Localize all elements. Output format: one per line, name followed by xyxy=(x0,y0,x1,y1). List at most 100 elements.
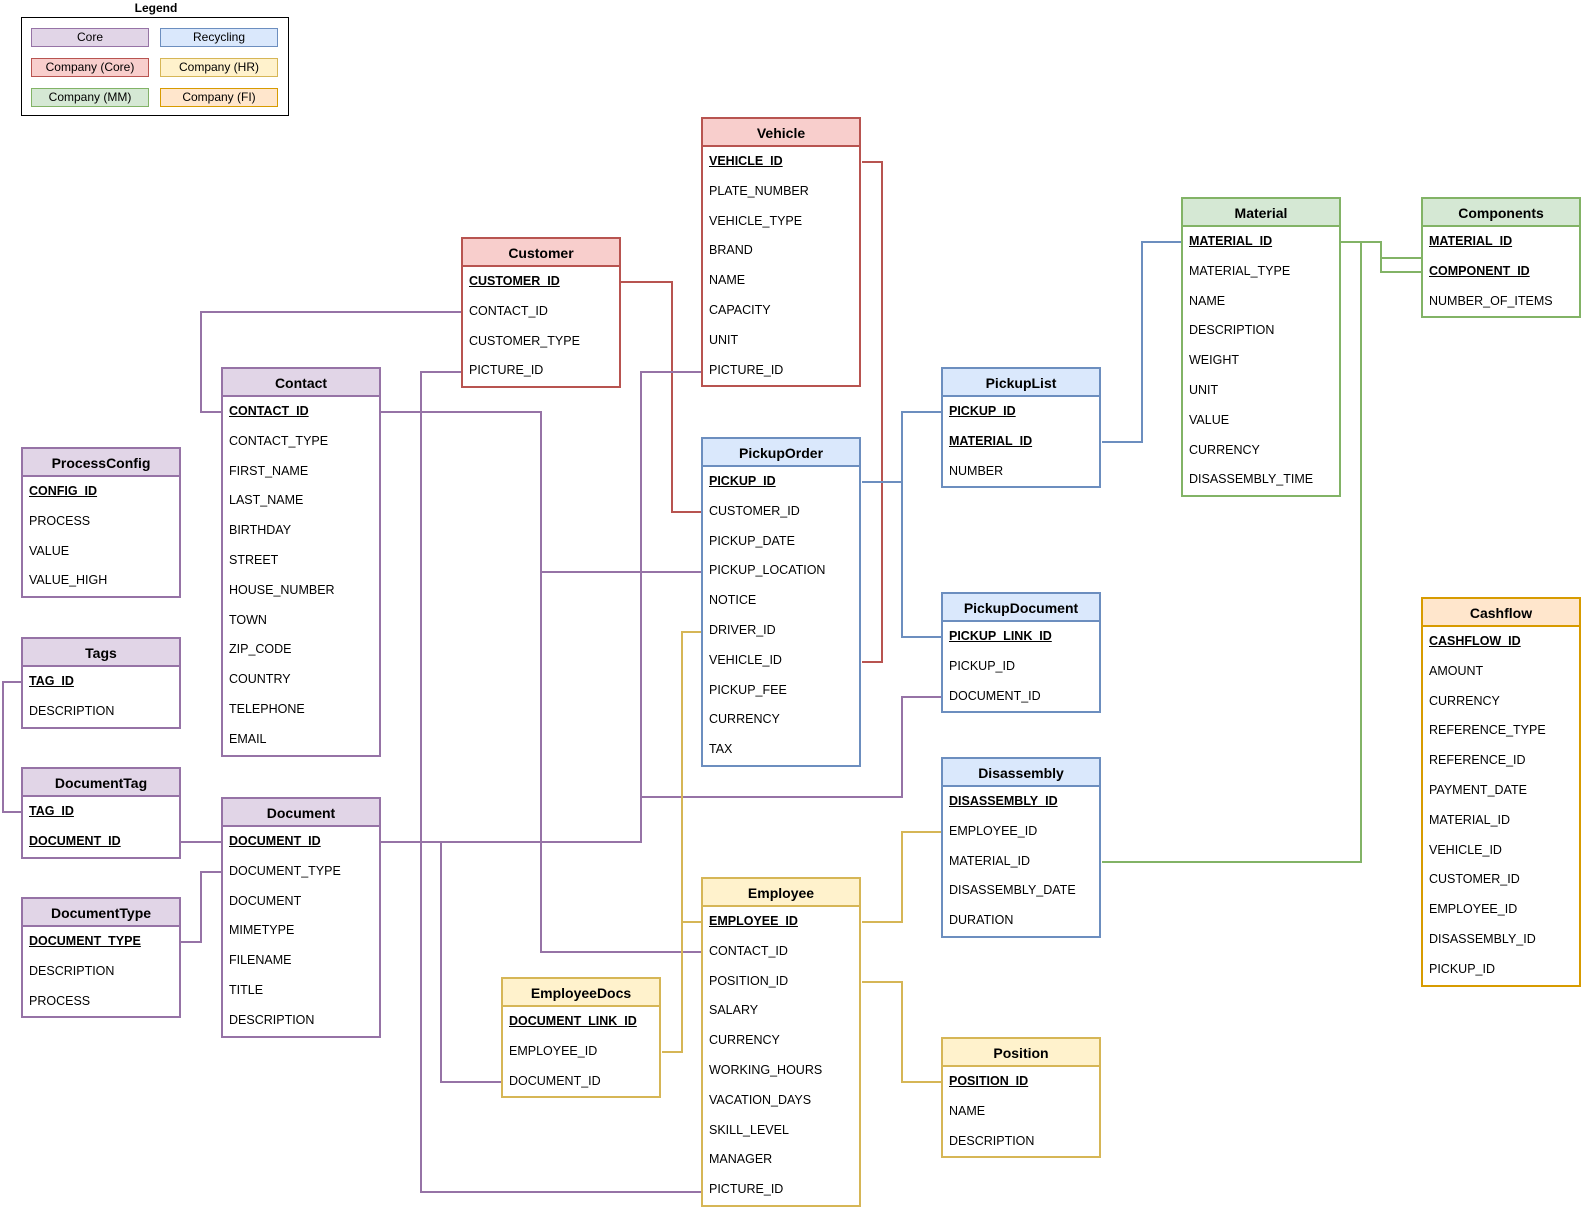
entity-field: STREET xyxy=(229,552,279,567)
entity-field: HOUSE_NUMBER xyxy=(229,582,335,597)
entity-field: PICKUP_DATE xyxy=(709,533,795,548)
entity-field: BRAND xyxy=(709,243,753,258)
entity-field: CUSTOMER_ID xyxy=(709,503,800,518)
entity-field: MANAGER xyxy=(709,1152,773,1167)
entity-title: PickupOrder xyxy=(703,439,859,467)
entity-field: MATERIAL_ID xyxy=(1429,812,1511,827)
relation-vehicle-pickuporder xyxy=(862,161,883,663)
entity-field: DESCRIPTION xyxy=(1189,323,1275,338)
entity-field: SKILL_LEVEL xyxy=(709,1122,789,1137)
relation-tags-documenttag xyxy=(2,681,21,813)
primary-key-field: DOCUMENT_ID xyxy=(229,834,321,848)
entity-field: MATERIAL_ID xyxy=(949,853,1031,868)
entity-title: Contact xyxy=(223,369,379,397)
entity-field: NUMBER xyxy=(949,463,1004,478)
entity-field: DISASSEMBLY_DATE xyxy=(949,883,1076,898)
entity-field: EMPLOYEE_ID xyxy=(1429,902,1518,917)
entity-field: PICTURE_ID xyxy=(469,363,544,378)
entity-field: DESCRIPTION xyxy=(29,963,115,978)
entity-field: WEIGHT xyxy=(1189,353,1239,368)
entity-field: BIRTHDAY xyxy=(229,523,292,538)
entity-field: CURRENCY xyxy=(709,712,780,727)
relation-customer-pickuporder xyxy=(616,281,702,513)
entity-field: NAME xyxy=(949,1103,986,1118)
entity-title: Disassembly xyxy=(943,759,1099,787)
entity-field: CONTACT_ID xyxy=(469,303,548,318)
entity-field: WORKING_HOURS xyxy=(709,1062,823,1077)
primary-key-field: DOCUMENT_LINK_ID xyxy=(509,1014,637,1028)
entity-field: CURRENCY xyxy=(1429,693,1500,708)
entity-field: MIMETYPE xyxy=(229,923,295,938)
entity-title: PickupList xyxy=(943,369,1099,397)
legend-item: Core xyxy=(31,28,149,47)
entity-field: SALARY xyxy=(709,1003,759,1018)
legend-item: Company (Core) xyxy=(31,58,149,77)
primary-key-field: EMPLOYEE_ID xyxy=(709,914,798,928)
entity-field: NAME xyxy=(1189,293,1226,308)
primary-key-field: PICKUP_ID xyxy=(949,404,1016,418)
relation-employee-pickuporder-driver xyxy=(681,631,702,923)
entity-field: TOWN xyxy=(229,612,267,627)
primary-key-field: CONFIG_ID xyxy=(29,484,98,498)
relation-document-pickupdocument xyxy=(641,696,942,798)
relation-employee-disassembly xyxy=(862,831,942,923)
entity-field: VEHICLE_ID xyxy=(709,652,782,667)
entity-field: AMOUNT xyxy=(1429,663,1484,678)
legend-item: Company (HR) xyxy=(160,58,278,77)
entity-field: FIRST_NAME xyxy=(229,463,309,478)
primary-key-field: POSITION_ID xyxy=(949,1074,1029,1088)
relation-documenttype-document xyxy=(181,871,221,943)
relation-document-employeedocs xyxy=(381,841,502,1083)
entity-field: PROCESS xyxy=(29,993,91,1008)
primary-key-field: DOCUMENT_ID xyxy=(29,833,121,848)
entity-field: TAX xyxy=(709,742,733,757)
entity-title: Cashflow xyxy=(1423,599,1579,627)
entity-field: PICKUP_ID xyxy=(949,658,1015,673)
entity-title: Position xyxy=(943,1039,1099,1067)
entity-field: NOTICE xyxy=(709,593,757,608)
primary-key-field: COMPONENT_ID xyxy=(1429,263,1530,278)
relation-pickuporder-pickupdocument xyxy=(901,482,942,638)
entity-field: DOCUMENT_ID xyxy=(509,1073,601,1088)
relation-document-vehicle-picture xyxy=(421,371,702,843)
legend-item: Company (FI) xyxy=(160,88,278,107)
relation-contact-employee xyxy=(540,572,702,953)
entity-field: CURRENCY xyxy=(709,1033,780,1048)
entity-field: FILENAME xyxy=(229,953,292,968)
entity-field: DOCUMENT_ID xyxy=(949,688,1041,703)
relation-material-disassembly xyxy=(1102,241,1362,863)
entity-field: EMAIL xyxy=(229,731,267,746)
legend-title: Legend xyxy=(134,1,178,15)
relation-employee-employeedocs xyxy=(662,922,683,1053)
entity-field: CUSTOMER_ID xyxy=(1429,872,1520,887)
entity-field: REFERENCE_TYPE xyxy=(1429,723,1546,738)
entity-field: TELEPHONE xyxy=(229,701,305,716)
entity-field: NAME xyxy=(709,273,746,288)
entity-field: PICTURE_ID xyxy=(709,1182,784,1197)
entity-title: DocumentType xyxy=(23,899,179,927)
primary-key-field: DISASSEMBLY_ID xyxy=(949,794,1058,808)
legend-item: Recycling xyxy=(160,28,278,47)
entity-title: Customer xyxy=(463,239,619,267)
entity-title: ProcessConfig xyxy=(23,449,179,477)
entity-field: DISASSEMBLY_TIME xyxy=(1189,472,1314,487)
